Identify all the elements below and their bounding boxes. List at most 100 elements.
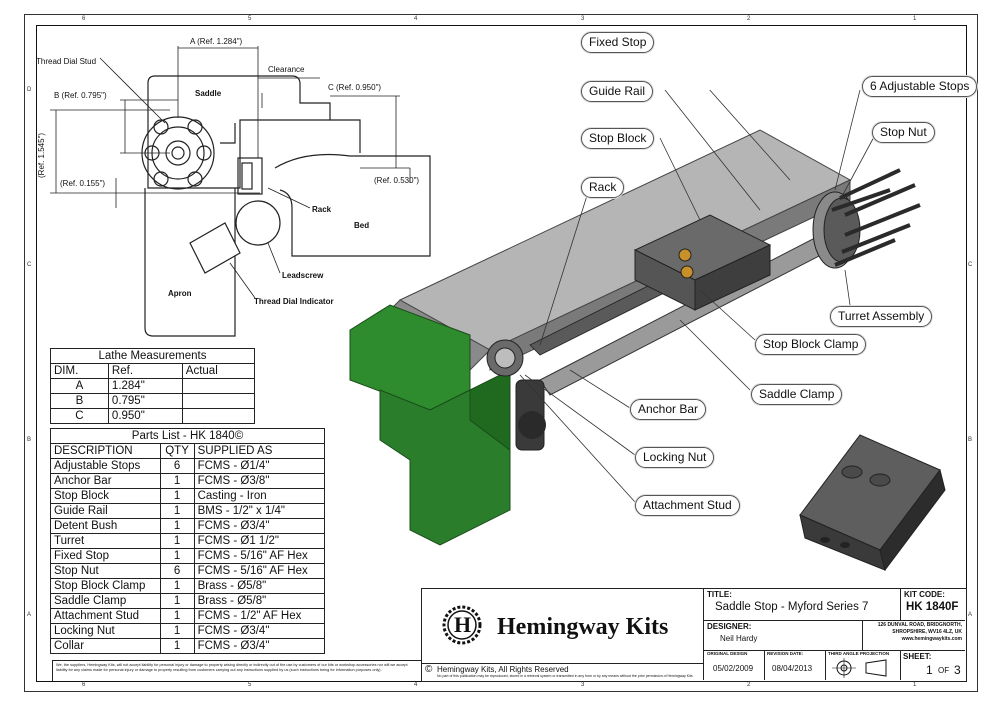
title-label: TITLE: xyxy=(707,590,732,599)
zone-col-5-bottom: 5 xyxy=(248,682,252,688)
table-row: B 0.795" xyxy=(50,393,256,409)
zone-col-2: 2 xyxy=(747,16,751,22)
callout-attachment-stud: Attachment Stud xyxy=(635,495,740,516)
original-design-value: 05/02/2009 xyxy=(713,664,754,673)
callout-anchor-bar: Anchor Bar xyxy=(630,399,707,420)
label-bed: Bed xyxy=(354,221,369,230)
projection-label: THIRD ANGLE PROJECTION xyxy=(828,651,890,656)
zone-row-b: B xyxy=(27,437,32,443)
zone-row-c: C xyxy=(27,262,32,268)
callout-rack: Rack xyxy=(581,177,625,198)
lm-header-dim: DIM. xyxy=(50,363,109,379)
zone-row-c-right: C xyxy=(968,262,973,268)
zone-col-4: 4 xyxy=(414,16,418,22)
parts-list-title: Parts List - HK 1840© xyxy=(50,428,325,444)
label-thread-dial-indicator: Thread Dial Indicator xyxy=(254,297,334,306)
sheet-total: 3 xyxy=(954,663,961,677)
stop-block-detail xyxy=(799,434,946,572)
lm-header-ref: Ref. xyxy=(107,363,183,379)
assembly-illustration xyxy=(349,90,921,546)
address-line-1: 126 DUNVAL ROAD, BRIDGNORTH, xyxy=(877,622,962,628)
label-rack: Rack xyxy=(312,205,332,214)
zone-col-3: 3 xyxy=(581,16,585,22)
zone-col-1: 1 xyxy=(913,16,917,22)
label-ref-1545: (Ref. 1.545") xyxy=(37,133,46,178)
divider xyxy=(900,650,901,680)
kit-code-value: HK 1840F xyxy=(906,601,959,613)
callout-stop-nut: Stop Nut xyxy=(872,122,935,143)
zone-col-1-bottom: 1 xyxy=(913,682,917,688)
label-ref-0530: (Ref. 0.530") xyxy=(374,176,419,185)
logo-area: H Hemingway Kits xyxy=(421,588,703,663)
divider xyxy=(764,650,765,680)
callout-locking-nut: Locking Nut xyxy=(635,447,715,468)
third-angle-projection-icon xyxy=(832,658,887,678)
divider xyxy=(900,588,901,620)
callout-saddle-clamp: Saddle Clamp xyxy=(751,384,843,405)
divider xyxy=(862,620,863,650)
divider xyxy=(421,663,703,664)
revision-date-value: 08/04/2013 xyxy=(772,664,813,673)
table-row: A 1.284" xyxy=(50,378,256,394)
gear-logo-icon xyxy=(442,605,482,645)
designer-label: DESIGNER: xyxy=(707,622,752,631)
label-apron: Apron xyxy=(168,289,192,298)
zone-col-6-bottom: 6 xyxy=(82,682,86,688)
title-block xyxy=(421,588,967,682)
callout-turret-assembly: Turret Assembly xyxy=(830,306,933,327)
disclaimer-text: We, the suppliers, Hemingway Kits, will … xyxy=(56,663,408,672)
revision-date-label: REVISION DATE: xyxy=(767,651,804,656)
label-ref-0155: (Ref. 0.155") xyxy=(60,179,105,188)
address-line-3: www.hemingwaykits.com xyxy=(901,636,962,642)
zone-row-d: D xyxy=(27,87,32,93)
sheet-of: OF xyxy=(938,666,950,675)
section-drawing: Thread Dial Stud A (Ref. 1.284") Clearan… xyxy=(36,37,431,337)
zone-col-5: 5 xyxy=(248,16,252,22)
copyright-icon: © xyxy=(425,664,433,675)
disclaimer-box: We, the suppliers, Hemingway Kits, will … xyxy=(52,660,422,681)
kit-code-label: KIT CODE: xyxy=(904,590,945,599)
callout-fixed-stop: Fixed Stop xyxy=(581,32,655,53)
lm-header-actual: Actual xyxy=(181,363,256,379)
label-leadscrew: Leadscrew xyxy=(282,271,324,280)
logo-letter: H xyxy=(454,612,472,637)
zone-row-a: A xyxy=(27,612,32,618)
zone-col-4-bottom: 4 xyxy=(414,682,418,688)
label-saddle: Saddle xyxy=(195,89,222,98)
zone-col-2-bottom: 2 xyxy=(747,682,751,688)
title-value: Saddle Stop - Myford Series 7 xyxy=(715,601,869,613)
pl-header-qty: QTY xyxy=(159,443,195,459)
callout-stop-block-clamp: Stop Block Clamp xyxy=(755,334,867,355)
sheet-value: 1 xyxy=(926,663,933,677)
drawing-frame-outer xyxy=(24,14,978,692)
divider xyxy=(703,588,704,680)
divider xyxy=(703,620,965,621)
callout-stop-block: Stop Block xyxy=(581,128,655,149)
pl-header-description: DESCRIPTION xyxy=(50,443,161,459)
zone-col-3-bottom: 3 xyxy=(581,682,585,688)
divider xyxy=(825,650,826,680)
label-dim-b: B (Ref. 0.795") xyxy=(54,91,107,100)
copyright-fine-print: No part of this publication may be repro… xyxy=(437,674,693,678)
pl-header-supplied: SUPPLIED AS xyxy=(193,443,326,459)
callout-adjustable-stops: 6 Adjustable Stops xyxy=(862,76,978,97)
original-design-label: ORIGINAL DESIGN xyxy=(707,651,748,656)
label-dim-a: A (Ref. 1.284") xyxy=(190,37,243,46)
label-clearance: Clearance xyxy=(268,65,305,74)
designer-value: Neil Hardy xyxy=(720,634,758,643)
divider xyxy=(703,650,965,651)
table-row: C 0.950" xyxy=(50,408,256,424)
sheet-label: SHEET: xyxy=(903,652,932,661)
lathe-measurements-title: Lathe Measurements xyxy=(50,348,255,364)
parts-list-table: Parts List - HK 1840© DESCRIPTION QTY SU… xyxy=(50,428,326,654)
